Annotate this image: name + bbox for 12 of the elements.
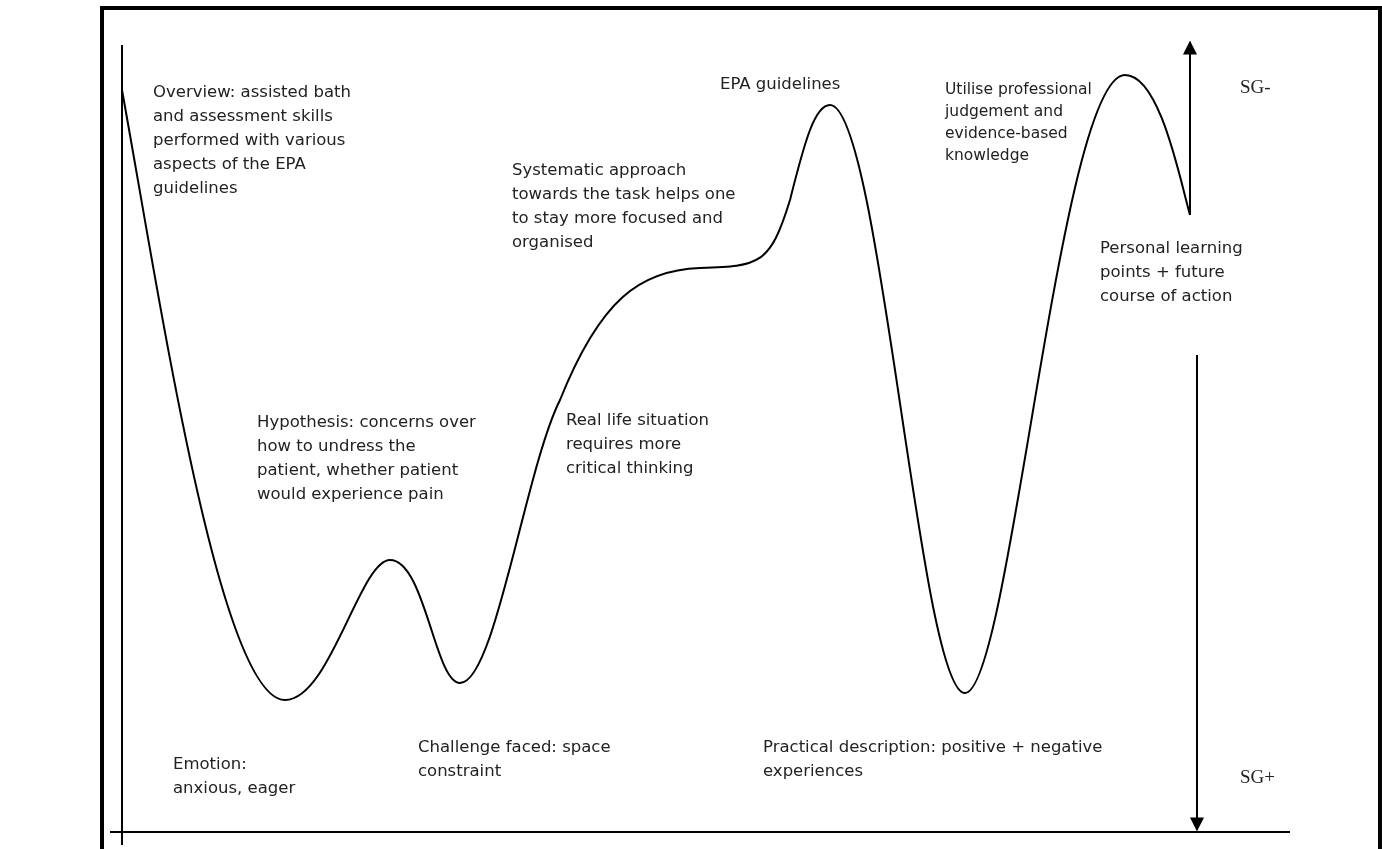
- annotation-text: EPA guidelines: [720, 73, 842, 95]
- annotation-text: Utilise professional judgement and evidence-based knowledge: [945, 79, 1093, 166]
- annotation-text: Systematic approach towards the task helps one to stay more focused and organised: [512, 159, 737, 253]
- annotation-text: Practical description: positive + negative experiences: [763, 736, 1104, 782]
- axis-label: SG+: [1240, 765, 1276, 789]
- annotation-text: Challenge faced: space constraint: [418, 736, 612, 782]
- annotation-text: Hypothesis: concerns over how to undress the patient, whether patient would experience pain: [257, 411, 477, 505]
- annotation-text: Real life situation requires more critical thinking: [566, 409, 710, 479]
- axis-label: SG-: [1240, 75, 1272, 99]
- annotation-text: Emotion: anxious, eager: [173, 753, 297, 799]
- annotation-text: Overview: assisted bath and assessment skills performed with various aspects of the EPA guidelines: [153, 81, 352, 199]
- annotation-text: Personal learning points + future course of action: [1100, 237, 1244, 307]
